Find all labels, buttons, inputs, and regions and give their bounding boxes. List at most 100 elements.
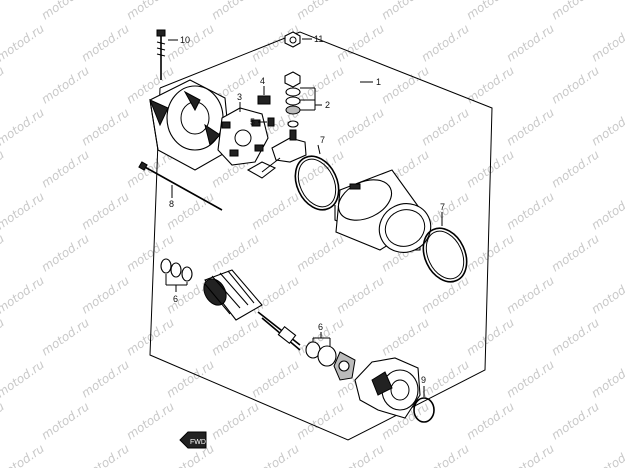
watermark-text: motod.ru (549, 147, 602, 190)
callout-2: 2 (325, 100, 330, 110)
watermark-text: motod.ru (0, 399, 7, 442)
callout-5: 5 (250, 117, 255, 127)
callout-4: 4 (260, 76, 265, 86)
watermark-text: motod.ru (419, 105, 472, 148)
fwd-direction-badge: FWD (179, 431, 207, 449)
watermark-text: motod.ru (0, 147, 7, 190)
watermark-text: motod.ru (0, 0, 7, 22)
watermark-text: motod.ru (164, 357, 217, 400)
watermark-text: motod.ru (209, 231, 262, 274)
watermark-text: motod.ru (39, 231, 92, 274)
watermark-text: motod.ru (334, 273, 387, 316)
watermark-text: motod.ru (124, 399, 177, 442)
callout-10: 10 (180, 35, 190, 45)
screw-part-5 (267, 117, 275, 127)
callout-7b: 7 (440, 202, 445, 212)
fwd-label: FWD (190, 439, 206, 446)
watermark-text: motod.ru (334, 441, 387, 468)
terminal-brush-holder (246, 129, 307, 179)
watermark-text: motod.ru (79, 357, 132, 400)
watermark-text: motod.ru (419, 21, 472, 64)
washer-set-part-6-rear (160, 258, 193, 282)
watermark-text: motod.ru (164, 21, 217, 64)
o-ring-part-9 (413, 397, 435, 423)
brush-spring-part-4 (257, 95, 271, 105)
watermark-text: motod.ru (0, 357, 47, 400)
watermark-text: motod.ru (209, 315, 262, 358)
yoke-housing (334, 169, 432, 253)
nut-part-11 (284, 31, 301, 48)
watermark-text: motod.ru (419, 273, 472, 316)
watermark-text: motod.ru (549, 0, 602, 22)
watermark-text: motod.ru (549, 231, 602, 274)
watermark-text: motod.ru (39, 147, 92, 190)
watermark-text: motod.ru (464, 231, 517, 274)
watermark-text: motod.ru (249, 189, 302, 232)
watermark-text: motod.ru (79, 273, 132, 316)
watermark-text: motod.ru (504, 105, 557, 148)
washer-set-part-2 (284, 71, 301, 128)
watermark-text: motod.ru (379, 315, 432, 358)
through-bolt-part-8 (138, 161, 223, 211)
watermark-text: motod.ru (0, 315, 7, 358)
callout-11: 11 (314, 34, 323, 44)
watermark-text: motod.ru (0, 105, 47, 148)
watermark-text: motod.ru (124, 0, 177, 22)
watermark-text: motod.ru (589, 105, 625, 148)
watermark-text: motod.ru (589, 441, 625, 468)
watermark-text: motod.ru (589, 357, 625, 400)
watermark-text: motod.ru (549, 63, 602, 106)
watermark-text: motod.ru (464, 399, 517, 442)
watermark-text: motod.ru (419, 357, 472, 400)
washer-set-part-6-front (305, 341, 356, 381)
watermark-text: motod.ru (209, 399, 262, 442)
watermark-text: motod.ru (549, 399, 602, 442)
assembly-outline (149, 31, 493, 441)
callout-6a: 6 (173, 294, 178, 304)
watermark-text: motod.ru (464, 0, 517, 22)
watermark-text: motod.ru (79, 21, 132, 64)
watermark-text: motod.ru (334, 21, 387, 64)
watermark-text: motod.ru (504, 441, 557, 468)
armature (203, 269, 301, 351)
watermark-text: motod.ru (0, 231, 7, 274)
watermark-text: motod.ru (419, 441, 472, 468)
watermark-text: motod.ru (0, 21, 47, 64)
watermark-text: motod.ru (249, 273, 302, 316)
watermark-text: motod.ru (334, 105, 387, 148)
o-ring-part-7-rear (294, 155, 340, 211)
watermark-text: motod.ru (504, 189, 557, 232)
watermark-text: motod.ru (79, 105, 132, 148)
front-bracket (354, 357, 421, 419)
watermark-text: motod.ru (379, 63, 432, 106)
watermark-text: motod.ru (249, 441, 302, 468)
watermark-text: motod.ru (0, 63, 7, 106)
watermark-text: motod.ru (0, 441, 47, 468)
watermark-text: motod.ru (39, 63, 92, 106)
callout-9: 9 (421, 375, 426, 385)
watermark-text: motod.ru (39, 315, 92, 358)
watermark-text: motod.ru (464, 315, 517, 358)
watermark-text: motod.ru (504, 21, 557, 64)
watermark-text: motod.ru (249, 357, 302, 400)
watermark-text: motod.ru (39, 0, 92, 22)
watermark-text: motod.ru (294, 231, 347, 274)
watermark-text: motod.ru (379, 0, 432, 22)
watermark-text: motod.ru (39, 399, 92, 442)
watermark-text: motod.ru (294, 0, 347, 22)
watermark-text: motod.ru (209, 0, 262, 22)
callout-7a: 7 (320, 135, 325, 145)
watermark-text: motod.ru (504, 357, 557, 400)
watermark-text: motod.ru (0, 273, 47, 316)
bolt-part-10 (156, 29, 166, 80)
callout-6b: 6 (318, 322, 323, 332)
callout-3: 3 (237, 92, 242, 102)
watermark-text: motod.ru (589, 273, 625, 316)
watermark-text: motod.ru (79, 189, 132, 232)
watermark-text: motod.ru (589, 189, 625, 232)
watermark-text: motod.ru (589, 21, 625, 64)
watermark-text: motod.ru (0, 189, 47, 232)
brush-plate-part-3 (217, 107, 269, 166)
watermark-text: motod.ru (549, 315, 602, 358)
